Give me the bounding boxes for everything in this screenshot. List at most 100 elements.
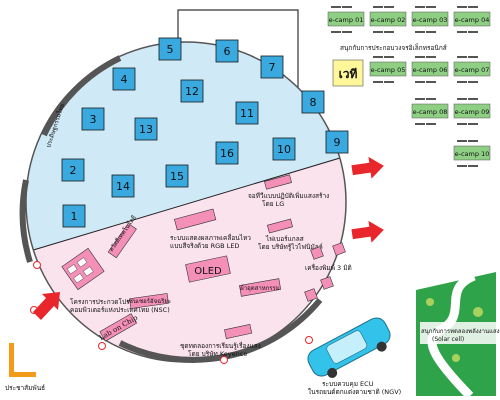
lcd-label: จอทีวีแบบปฏิบัติเพิ่มแสงสร้าง (248, 191, 329, 200)
ecamp-08[interactable]: e-camp 08 (411, 98, 449, 125)
printer-label: เครื่องพิมพ์ 3 มิติ (305, 263, 352, 272)
booth-10[interactable]: 10 (272, 137, 296, 161)
hall-wall-arc-upper (41, 55, 122, 137)
svg-text:เวที: เวที (339, 67, 358, 81)
hall-marker-dot (33, 261, 41, 269)
ecu-label: ระบบควบคุม ECU (322, 380, 374, 388)
lcd-exhibit[interactable] (264, 174, 292, 190)
hall-wall-arc-bottom (118, 298, 323, 363)
svg-text:11: 11 (240, 107, 254, 120)
entrance-arrows (33, 155, 386, 320)
svg-text:e-camp 09: e-camp 09 (455, 108, 490, 116)
oled-exhibit[interactable]: OLED (185, 255, 231, 283)
svg-text:OLED: OLED (194, 266, 222, 277)
entrance-arrow-left[interactable] (33, 292, 60, 320)
nano-exhibit[interactable] (267, 218, 293, 234)
legend-label: ประชาสัมพันธ์ (5, 384, 45, 392)
svg-text:e-camp 05: e-camp 05 (371, 66, 406, 74)
svg-text:9: 9 (334, 136, 341, 149)
legend: ประชาสัมพันธ์ (5, 343, 45, 392)
sensor-exhibit[interactable]: เซนเซอร์อัจฉริยะ (127, 293, 171, 309)
booth-3[interactable]: 3 (81, 107, 105, 131)
svg-text:e-camp 07: e-camp 07 (455, 66, 490, 74)
svg-text:เซนเซอร์อัจฉริยะ: เซนเซอร์อัจฉริยะ (127, 297, 171, 305)
keyence-by-label: โดย บริษัท Keyence (188, 350, 247, 358)
ecamp-10[interactable]: e-camp 10 (453, 140, 491, 167)
svg-text:ผ้าอุตสาหกรรม: ผ้าอุตสาหกรรม (240, 285, 279, 292)
svg-text:e-camp 01: e-camp 01 (329, 16, 364, 24)
led-label: ระบบแสดงผลภาพเคลื่อนไหว (170, 233, 251, 242)
booth-14[interactable]: 14 (111, 174, 135, 198)
keyence-exhibit[interactable] (224, 324, 253, 339)
nsc-label: โครงการประกวดโปรแกรม (70, 298, 146, 306)
svg-text:8: 8 (310, 96, 317, 109)
booth-5[interactable]: 5 (158, 37, 182, 61)
svg-text:4: 4 (121, 73, 128, 86)
printer-exhibit[interactable] (304, 242, 346, 302)
booth-group: 1 2 3 4 5 6 7 8 9 10 11 12 13 14 15 16 (61, 37, 349, 228)
booth-1[interactable]: 1 (62, 204, 86, 228)
ecamp-03[interactable]: e-camp 03 (411, 6, 449, 33)
svg-text:2: 2 (70, 164, 77, 177)
ecamp-06[interactable]: e-camp 06 (411, 56, 449, 83)
legend-symbol (9, 343, 36, 377)
booth-15[interactable]: 15 (165, 164, 189, 188)
ecamp-07[interactable]: e-camp 07 (453, 56, 491, 83)
booth-7[interactable]: 7 (260, 55, 284, 79)
booth-12[interactable]: 12 (180, 79, 204, 103)
solar-label-2: (Solar cell) (432, 336, 464, 343)
nano-by-label: โดย บริษัทรู้ไวไฟนิมัลล์ (258, 243, 323, 251)
svg-text:e-camp 06: e-camp 06 (413, 66, 448, 74)
svg-text:e-camp 08: e-camp 08 (413, 108, 448, 116)
svg-text:e-camp 10: e-camp 10 (455, 150, 490, 158)
svg-text:e-camp 03: e-camp 03 (413, 16, 448, 24)
svg-text:16: 16 (220, 147, 234, 160)
hightech-exhibit[interactable]: ผ้าอุตสาหกรรม (239, 278, 282, 297)
ecamp-02[interactable]: e-camp 02 (369, 6, 407, 33)
booth-2[interactable]: 2 (61, 158, 85, 182)
svg-text:1: 1 (71, 210, 78, 223)
svg-text:10: 10 (277, 143, 291, 156)
booth-13[interactable]: 13 (134, 117, 158, 141)
keyence-label: ชุดทดลองการเรียนรู้เรื่องแสง (180, 341, 261, 350)
exit-arrow-right-upper[interactable] (351, 155, 386, 181)
svg-text:15: 15 (170, 170, 184, 183)
ecamp-05[interactable]: e-camp 05 (369, 56, 407, 83)
nsc-booth[interactable] (61, 247, 105, 291)
led-exhibit[interactable] (174, 208, 217, 231)
svg-text:6: 6 (224, 45, 231, 58)
ecu-label-2: ในรถยนต์ตกแต่งตามชาติ (NGV) (308, 388, 401, 396)
svg-text:14: 14 (116, 180, 130, 193)
hall-marker-dot (305, 336, 313, 344)
hall-marker-dot (220, 356, 228, 364)
svg-text:e-camp 02: e-camp 02 (371, 16, 406, 24)
booth-8[interactable]: 8 (301, 90, 325, 114)
svg-text:12: 12 (185, 85, 199, 98)
solar-label: สนุกกับการทดลองพลังงานแสงอาทิตย์ (421, 327, 500, 335)
svg-text:5: 5 (167, 43, 174, 56)
svg-text:e-camp 04: e-camp 04 (455, 16, 490, 24)
solar-garden[interactable]: สนุกกับการทดลองพลังงานแสงอาทิตย์ (Solar … (416, 271, 500, 400)
ecamp-01[interactable]: e-camp 01 (327, 6, 365, 33)
exit-arrow-right-lower[interactable] (351, 219, 386, 245)
booth-9[interactable]: 9 (325, 130, 349, 154)
svg-text:3: 3 (90, 113, 97, 126)
nano-label: ไฟเบอร์แกลส (265, 235, 304, 243)
svg-text:13: 13 (139, 123, 153, 136)
lcd-by-label: โดย LG (262, 200, 284, 208)
led-label-2: แบบสีจริงด้วย RGB LED (170, 242, 239, 250)
booth-11[interactable]: 11 (235, 101, 259, 125)
hall-wall-arc-left (19, 179, 33, 263)
ngv-car[interactable] (304, 314, 396, 384)
booth-4[interactable]: 4 (112, 67, 136, 91)
svg-text:7: 7 (269, 61, 276, 74)
stage[interactable]: เวที (332, 59, 364, 87)
ecamp-09[interactable]: e-camp 09 (453, 98, 491, 125)
booth-6[interactable]: 6 (215, 39, 239, 63)
hall-marker-dot (98, 342, 106, 350)
exhibit-area: จอทีวีแบบปฏิบัติเพิ่มแสงสร้าง โดย LG ระบ… (61, 174, 352, 358)
ecamp-04[interactable]: e-camp 04 (453, 6, 491, 33)
booth-16[interactable]: 16 (215, 141, 239, 165)
ecamp-area: e-camp 01 e-camp 02 e-camp 03 e-camp 04 … (327, 6, 491, 167)
